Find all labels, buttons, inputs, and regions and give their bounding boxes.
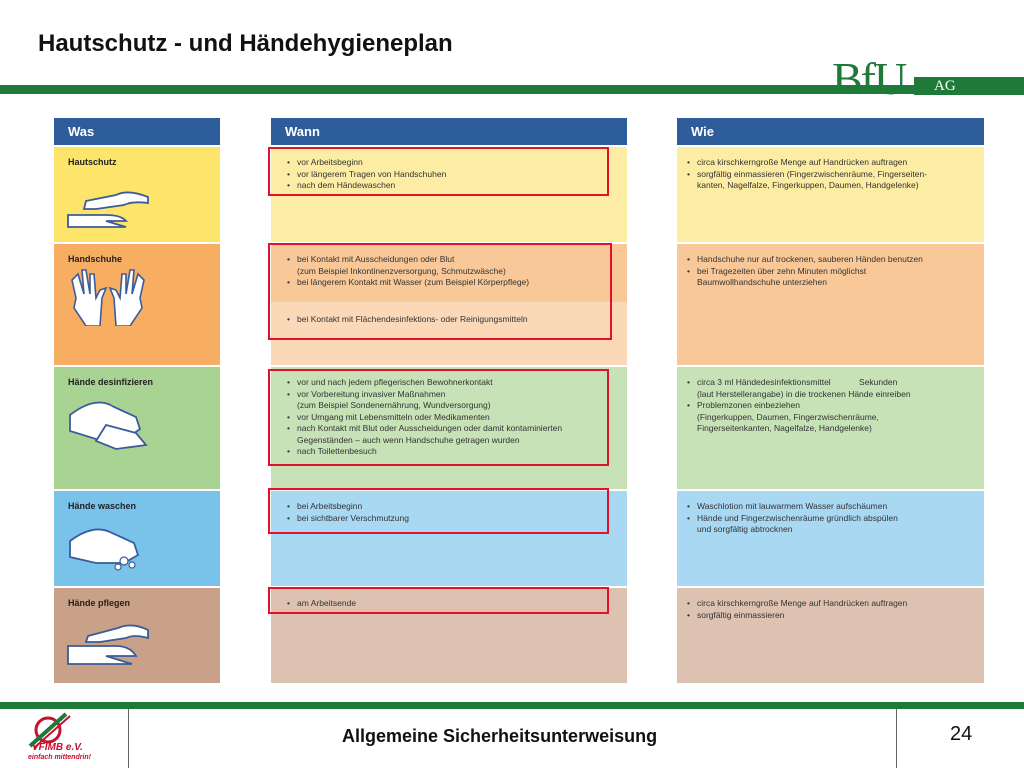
was-cell-handschuhe: Handschuhe (54, 242, 220, 365)
vfimb-logo-icon (28, 712, 71, 749)
wann-cell-hautschutz: vor Arbeitsbeginn vor längerem Tragen vo… (271, 145, 627, 242)
header-divider (0, 85, 1024, 94)
wann-cell-handschuhe-reinigung: bei Kontakt mit Flächendesinfektions- od… (271, 302, 627, 365)
org-name: VFIMB e.V. (32, 742, 83, 753)
row-label: Hände waschen (68, 501, 137, 511)
bfu-logo: BfU (832, 53, 907, 104)
list-item: nach Kontakt mit Blut oder Ausscheidunge… (287, 423, 562, 435)
list-item: bei Tragezeiten über zehn Minuten möglic… (687, 266, 923, 278)
footer-title: Allgemeine Sicherheitsunterweisung (342, 726, 658, 746)
wie-list: Handschuhe nur auf trockenen, sauberen H… (687, 254, 923, 289)
wann-list: bei Kontakt mit Ausscheidungen oder Blut… (287, 254, 529, 289)
list-item: bei sichtbarer Verschmutzung (287, 513, 409, 525)
column-was: Was Hautschutz Handschuhe Hände desinfiz… (54, 118, 220, 683)
wie-list: Waschlotion mit lauwarmem Wasser aufschä… (687, 501, 898, 536)
wie-list: circa kirschkerngroße Menge auf Handrück… (687, 598, 907, 621)
wann-list: bei Arbeitsbeginn bei sichtbarer Verschm… (287, 501, 409, 524)
list-item: vor Vorbereitung invasiver Maßnahmen (287, 389, 562, 401)
footer-separator-right (896, 709, 897, 768)
list-item: bei Kontakt mit Flächendesinfektions- od… (287, 314, 528, 326)
row-label: Hände pflegen (68, 598, 131, 608)
list-item: vor Arbeitsbeginn (287, 157, 446, 169)
list-item: und sorgfältig abtrocknen (697, 524, 793, 534)
list-item: am Arbeitsende (287, 598, 356, 610)
column-header-wie: Wie (677, 118, 984, 145)
highlight-box-handschuhe (268, 243, 612, 340)
footer-divider (0, 702, 1024, 709)
list-item: bei Kontakt mit Ausscheidungen oder Blut (287, 254, 529, 266)
footer-separator-left (128, 709, 129, 768)
wann-cell-haende-waschen: bei Arbeitsbeginn bei sichtbarer Verschm… (271, 489, 627, 586)
column-header-was: Was (54, 118, 220, 145)
page-title: Hautschutz - und Händehygieneplan (38, 30, 453, 57)
column-wann: Wann vor Arbeitsbeginn vor längerem Trag… (271, 118, 627, 683)
wann-list: vor und nach jedem pflegerischen Bewohne… (287, 377, 562, 458)
highlight-box-pflegen (268, 587, 609, 614)
logo-ag-badge: AG (914, 77, 1024, 95)
wie-cell-hautschutz: circa kirschkerngroße Menge auf Handrück… (677, 145, 984, 242)
wann-list: bei Kontakt mit Flächendesinfektions- od… (287, 314, 528, 326)
wie-list: circa kirschkerngroße Menge auf Handrück… (687, 157, 927, 192)
list-item: Handschuhe nur auf trockenen, sauberen H… (687, 254, 923, 266)
wie-list: circa 3 ml Händedesinfektionsmittel Seku… (687, 377, 911, 435)
list-item: Baumwollhandschuhe unterziehen (697, 277, 827, 287)
org-slogan: einfach mittendrin! (28, 754, 92, 761)
was-cell-hautschutz: Hautschutz (54, 145, 220, 242)
was-cell-haende-waschen: Hände waschen (54, 489, 220, 586)
list-item: kanten, Nagelfalze, Fingerkuppen, Daumen… (697, 180, 919, 190)
list-item: Fingerseitenkanten, Nagelfalze, Handgele… (697, 423, 872, 433)
hands-wash-icon (69, 528, 140, 571)
list-item: Gegenständen – auch wenn Handschuhe getr… (297, 434, 520, 445)
list-item: sorgfältig einmassieren (687, 610, 907, 622)
wann-cell-handschuhe: bei Kontakt mit Ausscheidungen oder Blut… (271, 242, 627, 302)
wie-cell-haende-pflegen: circa kirschkerngroße Menge auf Handrück… (677, 586, 984, 683)
page-number: 24 (950, 723, 973, 745)
list-item: vor und nach jedem pflegerischen Bewohne… (287, 377, 562, 389)
column-header-wann: Wann (271, 118, 627, 145)
list-item: bei Arbeitsbeginn (287, 501, 409, 513)
wann-list: vor Arbeitsbeginn vor längerem Tragen vo… (287, 157, 446, 192)
highlight-box-hautschutz (268, 147, 609, 196)
list-item: vor längerem Tragen von Handschuhen (287, 169, 446, 181)
wann-cell-haende-desinfizieren: vor und nach jedem pflegerischen Bewohne… (271, 365, 627, 489)
list-item: Problemzonen einbeziehen (687, 400, 911, 412)
hands-disinfect-icon (69, 401, 148, 450)
list-item: nach Toilettenbesuch (287, 446, 562, 458)
wie-cell-haende-desinfizieren: circa 3 ml Händedesinfektionsmittel Seku… (677, 365, 984, 489)
row-label: Hautschutz (68, 157, 117, 167)
column-wie: Wie circa kirschkerngroße Menge auf Hand… (677, 118, 984, 683)
list-item: bei längerem Kontakt mit Wasser (zum Bei… (287, 277, 529, 289)
list-item: circa 3 ml Händedesinfektionsmittel Seku… (687, 377, 911, 389)
hands-care-icon (67, 624, 149, 665)
row-label: Handschuhe (68, 254, 123, 264)
list-item: circa kirschkerngroße Menge auf Handrück… (687, 598, 907, 610)
highlight-box-waschen (268, 488, 609, 534)
gloves-icon (71, 269, 145, 326)
list-item: Waschlotion mit lauwarmem Wasser aufschä… (687, 501, 898, 513)
list-item: nach dem Händewaschen (287, 180, 446, 192)
list-item: circa kirschkerngroße Menge auf Handrück… (687, 157, 927, 169)
list-item: (zum Beispiel Inkontinenzversorgung, Sch… (297, 265, 506, 276)
hands-cream-icon (67, 191, 149, 228)
row-label: Hände desinfizieren (68, 377, 154, 387)
list-item: (Fingerkuppen, Daumen, Fingerzwischenräu… (697, 411, 879, 422)
highlight-box-desinfizieren (268, 369, 609, 466)
wie-cell-haende-waschen: Waschlotion mit lauwarmem Wasser aufschä… (677, 489, 984, 586)
was-cell-haende-pflegen: Hände pflegen (54, 586, 220, 683)
wann-cell-haende-pflegen: am Arbeitsende (271, 586, 627, 683)
wie-cell-handschuhe: Handschuhe nur auf trockenen, sauberen H… (677, 242, 984, 365)
list-item: Hände und Fingerzwischenräume gründlich … (687, 513, 898, 525)
list-item: (laut Herstellerangabe) in die trockenen… (697, 388, 911, 399)
was-cell-haende-desinfizieren: Hände desinfizieren (54, 365, 220, 489)
list-item: sorgfältig einmassieren (Fingerzwischenr… (687, 169, 927, 181)
list-item: vor Umgang mit Lebensmitteln oder Medika… (287, 412, 562, 424)
list-item: (zum Beispiel Sondenernährung, Wundverso… (297, 400, 491, 410)
wann-list: am Arbeitsende (287, 598, 356, 610)
